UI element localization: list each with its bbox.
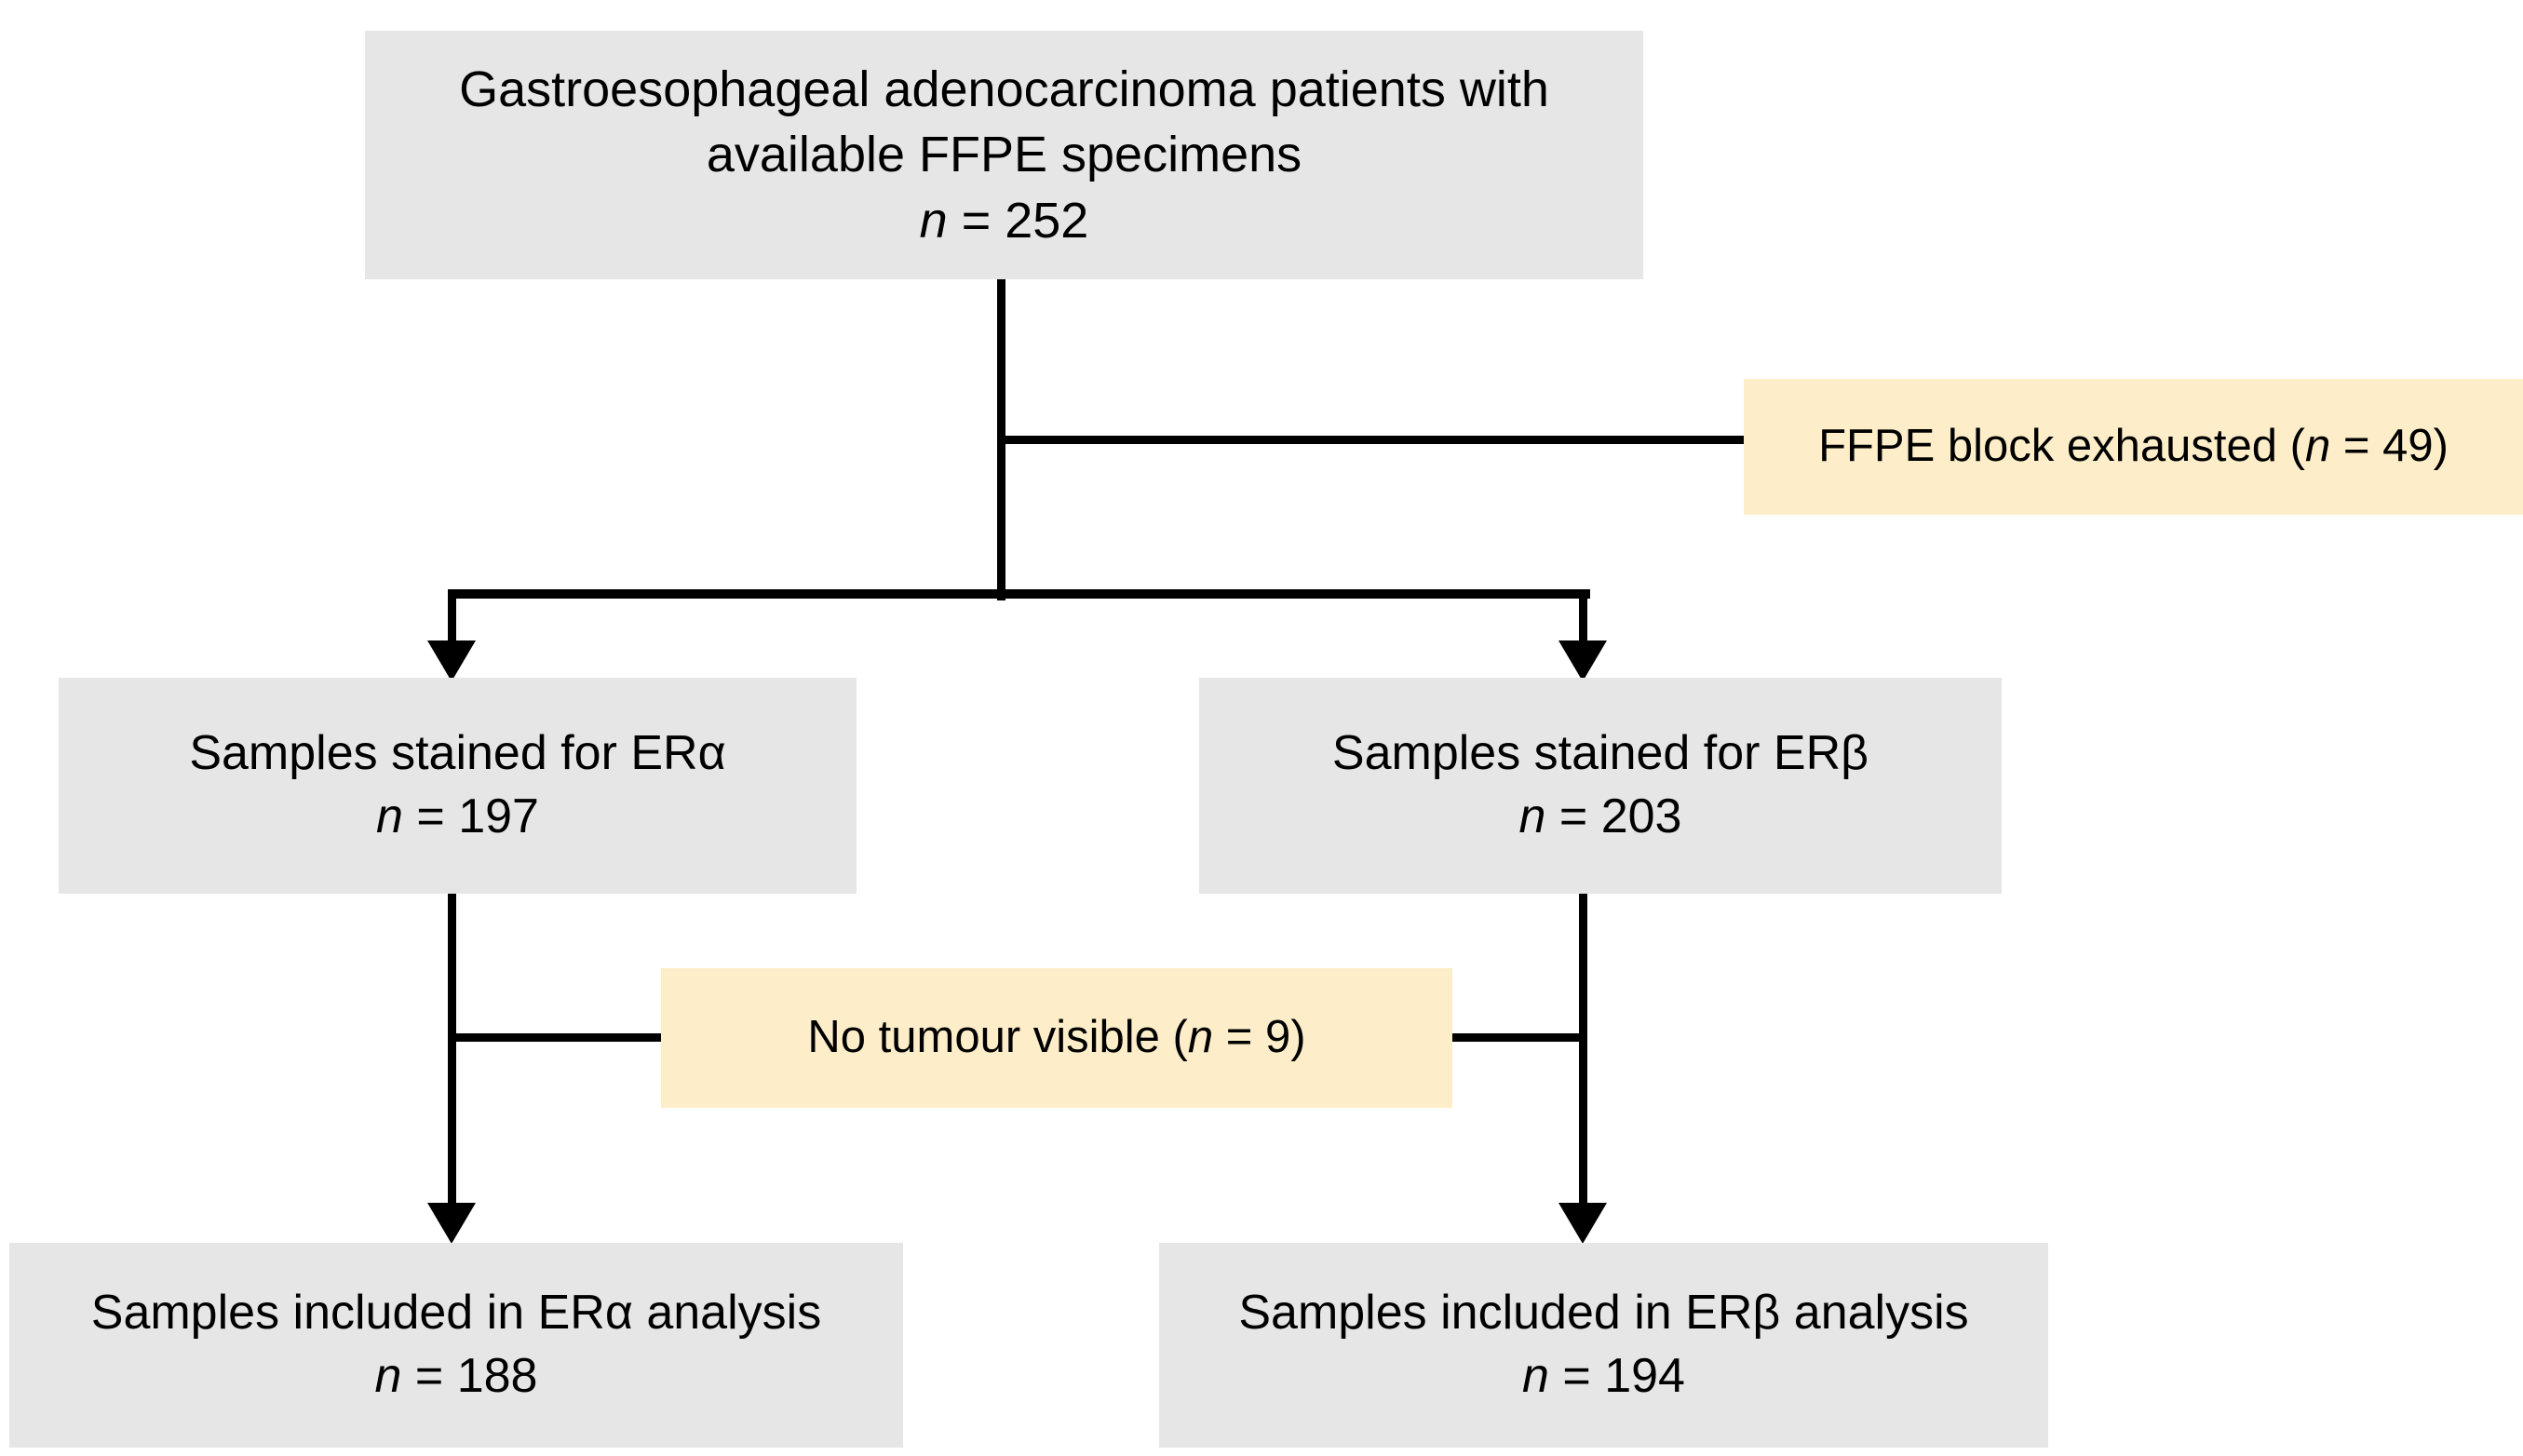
n-value: 188 [456, 1349, 538, 1403]
n-value: 194 [1604, 1349, 1685, 1403]
exclusion-reason: FFPE block exhausted ( [1818, 421, 2305, 472]
connector-erb-to-no-tumour [1449, 1033, 1587, 1042]
node-erb-stained-count: n = 203 [1519, 786, 1682, 849]
node-era-stained: Samples stained for ERα n = 197 [59, 678, 857, 894]
node-source-count: n = 252 [920, 188, 1089, 253]
n-symbol: n [374, 1349, 402, 1403]
node-ffpe-text: FFPE block exhausted (n = 49) [1818, 417, 2449, 477]
node-era-analysis: Samples included in ERα analysis n = 188 [9, 1243, 903, 1448]
node-erb-stained: Samples stained for ERβ n = 203 [1199, 678, 2002, 894]
n-symbol: n [1522, 1349, 1549, 1403]
node-erb-stained-text: Samples stained for ERβ [1331, 726, 1869, 781]
arrowhead-to-erb-stained [1558, 640, 1607, 681]
node-exclusion-ffpe-exhausted: FFPE block exhausted (n = 49) [1744, 379, 2523, 515]
arrowhead-to-era-analysis [427, 1203, 476, 1244]
connector-erb-stained-to-analysis [1579, 894, 1587, 1208]
equals-sign: = [2330, 421, 2383, 472]
connector-source-to-ffpe [997, 436, 1747, 444]
node-source-cohort: Gastroesophageal adenocarcinoma patients… [365, 31, 1643, 279]
node-source-text: Gastroesophageal adenocarcinoma patients… [459, 61, 1549, 183]
node-no-tumour-text: No tumour visible (n = 9) [807, 1008, 1305, 1068]
n-symbol: n [2304, 421, 2331, 472]
close-paren: ) [2433, 421, 2449, 472]
node-erb-analysis-text: Samples included in ERβ analysis [1238, 1286, 1969, 1341]
node-era-analysis-text: Samples included in ERα analysis [90, 1286, 822, 1341]
n-value: 9 [1264, 1012, 1291, 1063]
equals-sign: = [947, 192, 1005, 249]
connector-drop-to-era-stained [448, 589, 456, 647]
n-symbol: n [1187, 1012, 1214, 1063]
equals-sign: = [402, 789, 459, 843]
node-exclusion-no-tumour: No tumour visible (n = 9) [661, 968, 1452, 1108]
n-symbol: n [1518, 789, 1546, 843]
connector-split-bar [448, 589, 1590, 599]
n-value: 49 [2382, 421, 2434, 472]
arrowhead-to-era-stained [427, 640, 476, 681]
connector-era-to-no-tumour [448, 1033, 664, 1042]
close-paren: ) [1290, 1012, 1306, 1063]
arrowhead-to-erb-analysis [1558, 1203, 1607, 1244]
n-symbol: n [919, 192, 948, 249]
node-era-stained-count: n = 197 [376, 786, 539, 849]
n-value: 203 [1600, 789, 1682, 843]
n-symbol: n [376, 789, 403, 843]
node-era-stained-text: Samples stained for ERα [189, 726, 726, 781]
equals-sign: = [1548, 1349, 1605, 1403]
connector-drop-to-erb-stained [1579, 589, 1587, 647]
n-value: 197 [458, 789, 539, 843]
node-erb-analysis-count: n = 194 [1522, 1345, 1685, 1409]
equals-sign: = [1545, 789, 1601, 843]
connector-era-stained-to-analysis [448, 894, 456, 1208]
exclusion-reason: No tumour visible ( [807, 1012, 1188, 1063]
equals-sign: = [401, 1349, 457, 1403]
node-era-analysis-count: n = 188 [375, 1345, 538, 1409]
node-erb-analysis: Samples included in ERβ analysis n = 194 [1159, 1243, 2048, 1448]
equals-sign: = [1213, 1012, 1265, 1063]
n-value: 252 [1005, 192, 1089, 249]
